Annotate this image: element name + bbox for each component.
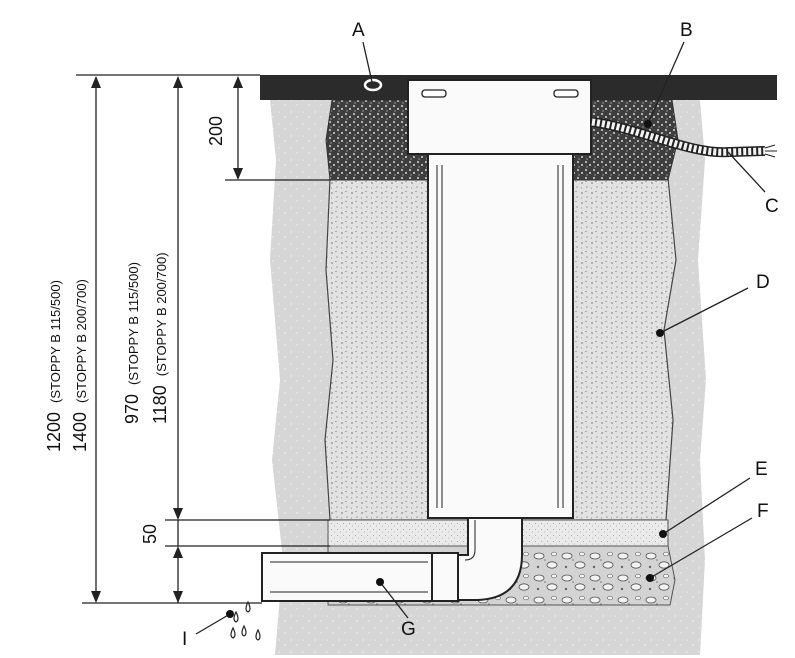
water-drop	[255, 628, 261, 641]
callout-e: E	[755, 459, 768, 480]
dimension-lines	[76, 74, 330, 604]
lid-slot-left	[421, 89, 447, 98]
dim-outer-value: 1200	[44, 412, 64, 452]
drain-elbow	[457, 517, 523, 601]
cable-core	[591, 118, 766, 156]
dim-outer-1: 1200 (STOPPY B 115/500)	[44, 280, 64, 452]
callout-i: I	[182, 629, 187, 650]
dim-inner-1: 970 (STOPPY B 115/500)	[122, 262, 142, 424]
lifting-ring	[363, 78, 383, 92]
callout-f: F	[757, 501, 769, 522]
cable-frayed-end	[764, 144, 777, 158]
dim-inner-note: (STOPPY B 115/500)	[126, 262, 141, 385]
water-drop	[241, 624, 247, 637]
callout-c: C	[765, 196, 779, 217]
elbow-line	[464, 520, 476, 561]
dim-50: 50	[140, 524, 160, 544]
callout-g: G	[401, 619, 416, 640]
dim-inner-value-2: 1180	[150, 385, 170, 424]
callout-d: D	[756, 272, 770, 293]
pipe-coupling	[431, 552, 459, 602]
dim-inner-value: 970	[122, 394, 142, 424]
dim-outer-note: (STOPPY B 115/500)	[48, 280, 63, 403]
dim-outer-note-2: (STOPPY B 200/700)	[74, 279, 89, 403]
callout-b: B	[680, 20, 693, 41]
dim-inner-2: 1180 (STOPPY B 200/700)	[150, 252, 170, 424]
water-drop	[245, 600, 251, 613]
dim-outer-2: 1400 (STOPPY B 200/700)	[70, 279, 90, 452]
callout-leaders	[195, 41, 766, 635]
dim-200: 200	[206, 116, 226, 146]
water-drop	[230, 626, 236, 639]
drain-pipe	[261, 552, 433, 602]
dim-inner-note-2: (STOPPY B 200/700)	[154, 252, 169, 376]
water-drop	[233, 610, 239, 623]
dim-outer-value-2: 1400	[70, 412, 90, 452]
callout-dots	[226, 120, 667, 618]
stopcock-tube	[427, 153, 574, 519]
lid-slot-right	[553, 89, 579, 98]
callout-a: A	[352, 20, 365, 41]
